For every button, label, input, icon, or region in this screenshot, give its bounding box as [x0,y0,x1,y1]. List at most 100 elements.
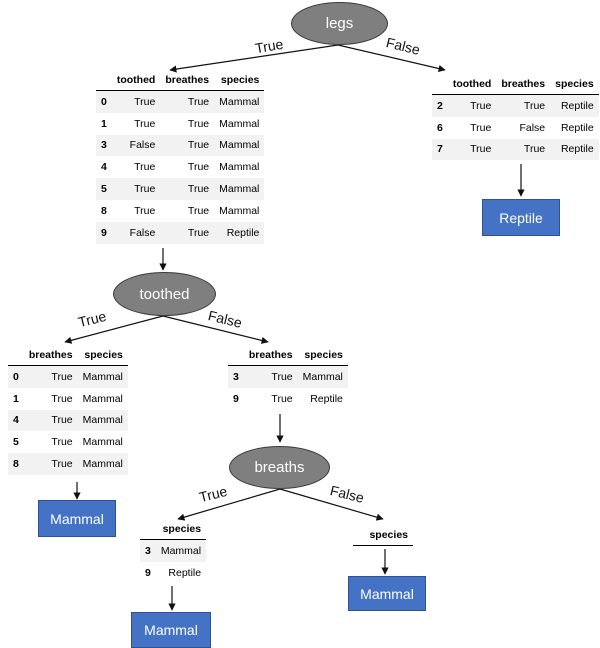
table-cell: Mammal [219,204,260,217]
table-header-cell: species [155,519,207,540]
row-index: 0 [13,370,19,383]
table-row: 4 True True Mammal [96,156,264,178]
table-cell: True [187,204,210,217]
leaf-mammal-mid: Mammal [131,612,211,648]
table-cell: True [523,143,546,156]
row-index: 3 [101,139,107,152]
table-cell: True [271,370,293,383]
table-header-cell: breathes [496,74,551,95]
table-cell: True [134,183,156,196]
table-cell: True [51,370,73,383]
table-cell: Mammal [160,544,202,557]
table-header-cell: breathes [23,345,78,366]
table-cell: False [129,226,156,239]
table-header-cell [140,519,156,540]
table-cell: True [134,204,156,217]
table-cell: True [187,139,210,152]
table-cell: True [470,99,492,112]
row-index: 0 [101,95,107,108]
table-cell: Mammal [219,139,260,152]
table-cell: True [134,117,156,130]
table-cell: Mammal [82,436,123,449]
row-index: 3 [233,370,239,383]
table-row: 5 True Mammal [8,431,128,453]
table-header-cell [228,345,244,366]
leaf-mammal-left: Mammal [38,500,116,537]
leaf-reptile: Reptile [482,199,560,236]
table-breaths-false: species [353,525,413,546]
table-header-cell: species [297,345,348,366]
edge-toothed-false [162,315,269,344]
table-cell: True [187,226,210,239]
node-toothed: toothed [113,272,216,316]
table-header-cell [96,70,112,91]
table-cell: Reptile [310,392,343,405]
leaf-mammal-right: Mammal [348,576,426,611]
table-cell: True [187,161,210,174]
table-cell: Mammal [219,161,260,174]
table-cell: Mammal [82,370,123,383]
table-row: 3 True Mammal [228,365,348,388]
table-cell: True [51,392,73,405]
table-cell: True [271,392,293,405]
table-header-cell [432,74,448,95]
table-cell: Reptile [560,143,594,156]
table-cell: Mammal [82,458,123,471]
table-header-cell: species [77,345,128,366]
table-cell: Mammal [82,392,123,405]
table-cell: True [470,121,492,134]
edge-legs-false [337,44,446,73]
table-cell: True [187,183,210,196]
table-cell: True [134,95,156,108]
table-cell: True [134,161,156,174]
table-cell: Mammal [219,95,260,108]
row-index: 7 [437,143,443,156]
table-cell: True [523,99,546,112]
table-row: 0 True Mammal [8,365,128,388]
node-legs: legs [291,2,388,45]
table-cell: True [51,458,73,471]
edge-breaths-false [279,488,384,521]
table-header-cell: species [214,70,265,91]
table-cell: False [519,121,546,134]
node-breaths: breaths [229,446,330,489]
table-header-cell: breathes [243,345,298,366]
table-cell: Mammal [302,370,343,383]
table-row: 3 Mammal [140,539,207,562]
row-index: 4 [101,161,107,174]
table-cell: Mammal [219,183,260,196]
row-index: 6 [437,121,443,134]
row-index: 8 [13,458,19,471]
table-header-cell: species [550,74,599,95]
row-index: 5 [13,436,19,449]
table-cell: True [51,436,73,449]
table-header-cell: breathes [160,70,215,91]
edge-toothed-true [64,315,164,344]
table-cell: Mammal [82,414,123,427]
table-cell: False [129,139,156,152]
table-cell: True [51,414,73,427]
table-header-cell: species [353,525,413,546]
table-cell: Reptile [168,566,202,579]
table-row: 7 True True Reptile [432,138,599,161]
row-index: 1 [101,117,107,130]
table-cell: True [470,143,492,156]
row-index: 2 [437,99,443,112]
table-row: 8 True Mammal [8,453,128,475]
row-index: 9 [101,226,107,239]
table-cell: Mammal [219,117,260,130]
row-index: 3 [145,544,151,557]
